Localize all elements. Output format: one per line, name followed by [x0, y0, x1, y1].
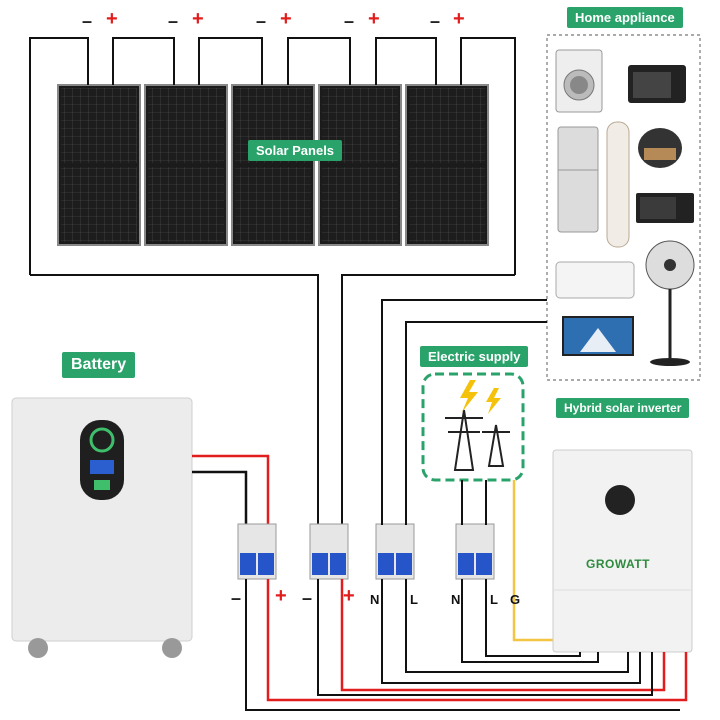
- panel-plus: +: [106, 8, 118, 30]
- inverter-brand: GROWATT: [586, 557, 650, 571]
- appliance-wiring: [381, 299, 547, 525]
- inverter-wiring: [245, 579, 688, 711]
- washing-machine-icon: [555, 49, 603, 113]
- battery-label: Battery: [62, 352, 136, 378]
- home-appliance-label: Home appliance: [567, 7, 683, 28]
- battery-wiring: [192, 454, 270, 525]
- panel-minus: –: [344, 11, 355, 31]
- television-icon: [562, 316, 634, 356]
- solar-panel-array: [57, 84, 489, 246]
- panel-wiring: [29, 37, 516, 525]
- power-pylon-icon: [445, 409, 510, 471]
- electric-supply-label: Electric supply: [420, 346, 529, 367]
- panel-minus: –: [168, 11, 179, 31]
- breaker-solar: [309, 523, 349, 580]
- hybrid-inverter-label: Hybrid solar inverter: [556, 398, 690, 418]
- lightning-icon: [460, 380, 501, 414]
- air-purifier-icon: [606, 121, 630, 248]
- breaker-grid-in: [375, 523, 415, 580]
- refrigerator-icon: [557, 126, 599, 233]
- solar-panel: [57, 84, 141, 246]
- solar-terminal-minus: –: [302, 588, 313, 608]
- microwave-icon: [636, 193, 694, 223]
- battery-terminal-plus: +: [275, 585, 287, 607]
- solar-panels-label: Solar Panels: [248, 140, 343, 161]
- breaker-grid-out: [455, 523, 495, 580]
- panel-plus: +: [453, 8, 465, 30]
- grid-out-terminal-l: L: [490, 592, 498, 607]
- panel-minus: –: [82, 11, 93, 31]
- grid-out-terminal-n: N: [451, 592, 461, 607]
- rice-cooker-icon: [638, 128, 682, 168]
- hybrid-inverter: [552, 449, 693, 653]
- solar-panel: [231, 84, 315, 246]
- battery-unit: [11, 397, 193, 658]
- grid-wiring: [461, 480, 553, 642]
- panel-minus: –: [430, 11, 441, 31]
- panel-minus: –: [256, 11, 267, 31]
- solar-panel: [405, 84, 489, 246]
- grid-in-terminal-n: N: [370, 592, 380, 607]
- panel-plus: +: [368, 8, 380, 30]
- solar-terminal-plus: +: [343, 585, 355, 607]
- battery-terminal-minus: –: [231, 588, 242, 608]
- grid-in-terminal-l: L: [410, 592, 418, 607]
- solar-panel: [144, 84, 228, 246]
- solar-panel: [318, 84, 402, 246]
- grid-out-terminal-g: G: [510, 592, 521, 607]
- breaker-battery: [237, 523, 277, 580]
- panel-plus: +: [192, 8, 204, 30]
- standing-fan-icon: [645, 240, 695, 366]
- oven-icon: [628, 65, 686, 103]
- air-conditioner-icon: [555, 261, 635, 299]
- panel-plus: +: [280, 8, 292, 30]
